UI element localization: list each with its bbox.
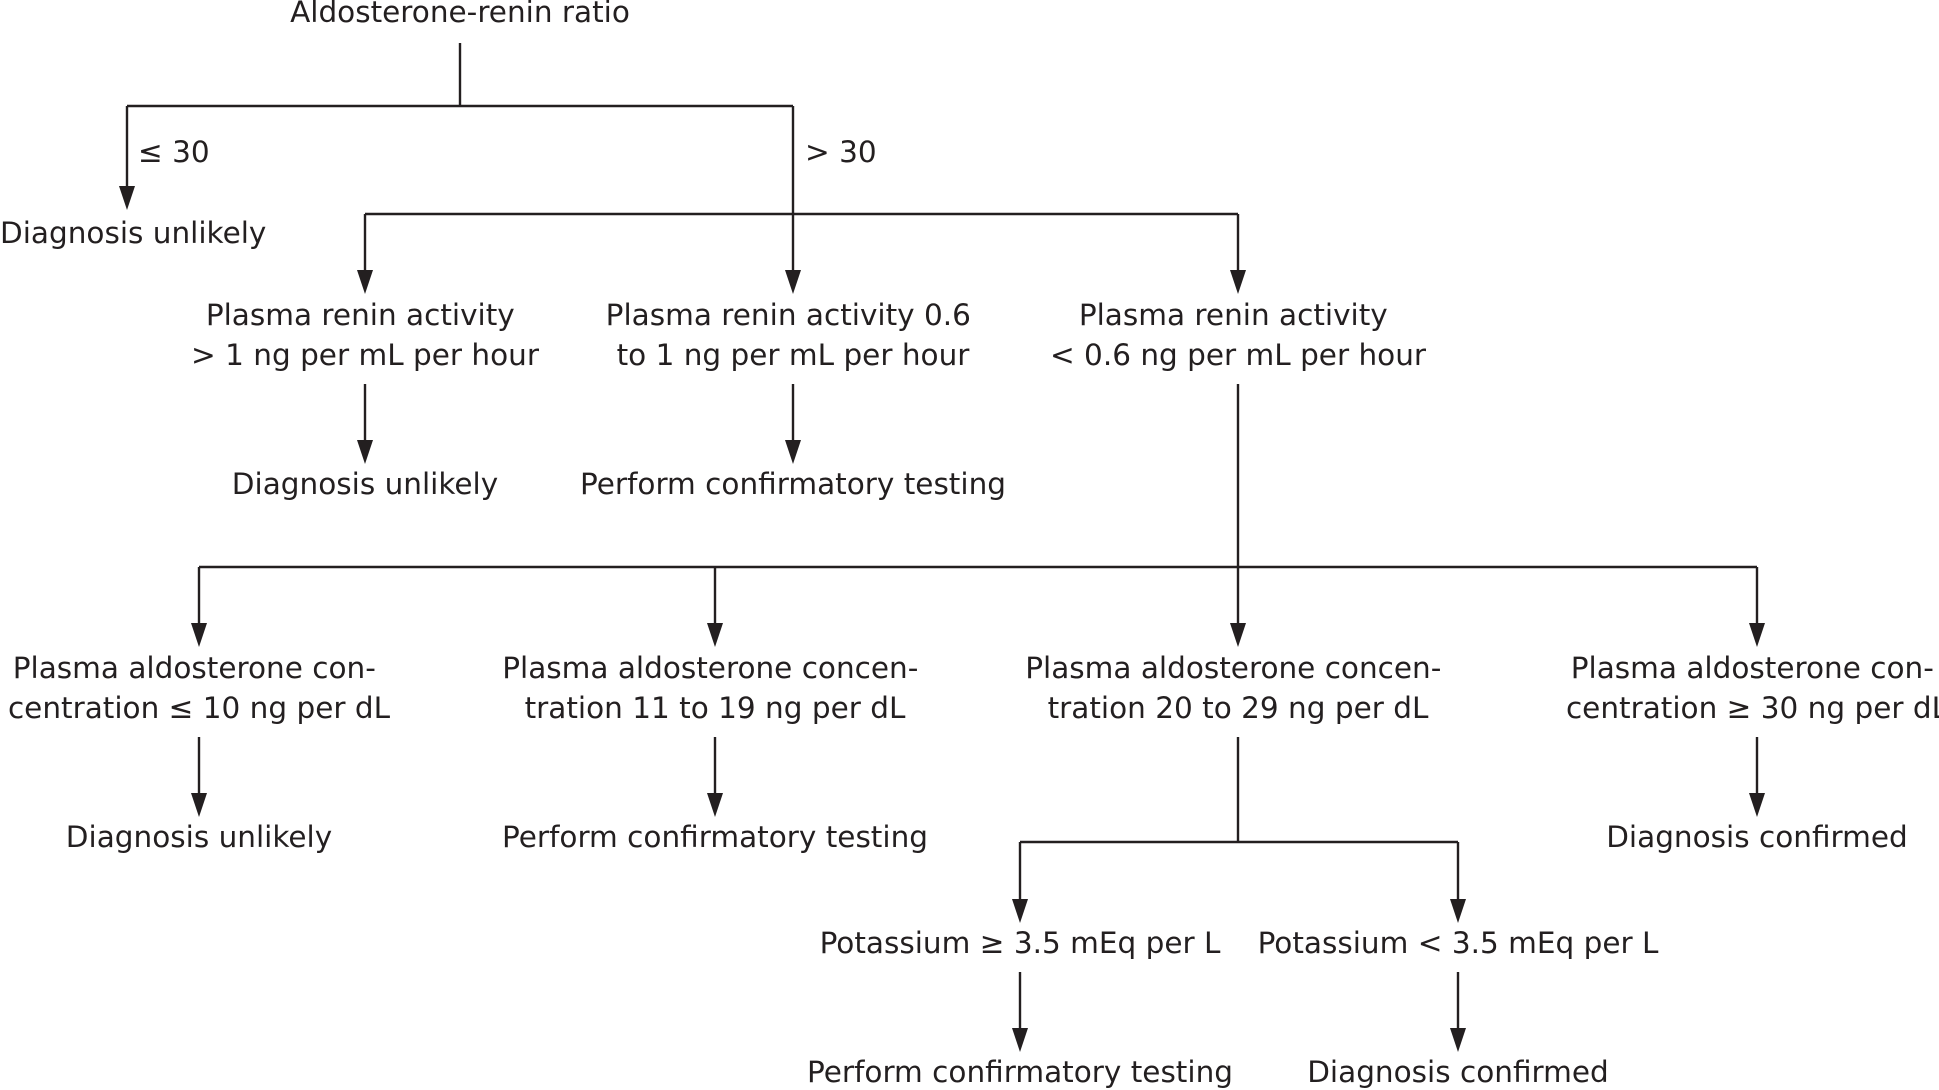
potassium-high-label: Potassium ≥ 3.5 mEq per L <box>820 926 1221 960</box>
arrowhead-aldosterone-1 <box>191 623 207 647</box>
aldosterone-2-label: Plasma aldosterone concen- tration 11 to… <box>502 651 928 725</box>
ratio-low-condition: ≤ 30 <box>138 135 210 169</box>
aldosterone-2-label-line-2: tration 11 to 19 ng per dL <box>525 691 906 725</box>
aldosterone-3-label-line-2: tration 20 to 29 ng per dL <box>1048 691 1429 725</box>
renin-high-label: Plasma renin activity > 1 ng per mL per … <box>191 298 540 372</box>
aldosterone-4-outcome: Diagnosis confirmed <box>1606 820 1908 854</box>
renin-high-label-line-1: Plasma renin activity <box>206 298 515 332</box>
arrowhead-aldosterone-4 <box>1749 623 1765 647</box>
arrowhead-renin-high <box>357 270 373 294</box>
root-node-label: Aldosterone-renin ratio <box>290 0 630 29</box>
potassium-low-label: Potassium < 3.5 mEq per L <box>1258 926 1659 960</box>
arrowhead-aldosterone-2-outcome <box>707 793 723 817</box>
potassium-low-outcome: Diagnosis confirmed <box>1307 1055 1609 1089</box>
arrowhead-aldosterone-4-outcome <box>1749 793 1765 817</box>
aldosterone-2-label-line-1: Plasma aldosterone concen- <box>502 651 918 685</box>
connector-lines <box>125 43 1759 1032</box>
renin-low-label-line-1: Plasma renin activity <box>1079 298 1388 332</box>
aldosterone-3-label: Plasma aldosterone concen- tration 20 to… <box>1025 651 1451 725</box>
renin-high-outcome: Diagnosis unlikely <box>232 467 498 501</box>
arrowhead-ratio-low <box>119 186 135 210</box>
aldosterone-4-label-line-1: Plasma aldosterone con- <box>1571 651 1934 685</box>
arrowhead-potassium-low <box>1450 899 1466 923</box>
arrowhead-aldosterone-1-outcome <box>191 793 207 817</box>
arrowhead-potassium-low-outcome <box>1450 1028 1466 1052</box>
renin-mid-outcome: Perform confirmatory testing <box>580 467 1006 501</box>
renin-mid-label-line-1: Plasma renin activity 0.6 <box>606 298 971 332</box>
aldosterone-3-label-line-1: Plasma aldosterone concen- <box>1025 651 1441 685</box>
arrowheads <box>119 186 1765 1052</box>
renin-mid-label-line-2: to 1 ng per mL per hour <box>617 338 971 372</box>
renin-low-label-line-2: < 0.6 ng per mL per hour <box>1050 338 1427 372</box>
aldosterone-4-label-line-2: centration ≥ 30 ng per dL <box>1566 691 1939 725</box>
arrowhead-renin-high-outcome <box>357 440 373 464</box>
arrowhead-potassium-high <box>1012 899 1028 923</box>
aldosterone-1-label-line-2: centration ≤ 10 ng per dL <box>8 691 391 725</box>
arrowhead-aldosterone-3 <box>1230 623 1246 647</box>
aldosterone-1-outcome: Diagnosis unlikely <box>66 820 332 854</box>
potassium-high-outcome: Perform confirmatory testing <box>807 1055 1233 1089</box>
aldosterone-1-label: Plasma aldosterone con- centration ≤ 10 … <box>8 651 391 725</box>
renin-mid-label: Plasma renin activity 0.6 to 1 ng per mL… <box>606 298 981 372</box>
arrowhead-renin-low <box>1230 270 1246 294</box>
aldosterone-4-label: Plasma aldosterone con- centration ≥ 30 … <box>1566 651 1939 725</box>
arrowhead-aldosterone-2 <box>707 623 723 647</box>
renin-low-label: Plasma renin activity < 0.6 ng per mL pe… <box>1050 298 1427 372</box>
ratio-low-outcome: Diagnosis unlikely <box>0 216 266 250</box>
arrowhead-potassium-high-outcome <box>1012 1028 1028 1052</box>
ratio-high-condition: > 30 <box>805 135 877 169</box>
arrowhead-renin-mid-outcome <box>785 440 801 464</box>
renin-high-label-line-2: > 1 ng per mL per hour <box>191 338 540 372</box>
aldosterone-2-outcome: Perform confirmatory testing <box>502 820 928 854</box>
arrowhead-renin-mid <box>785 270 801 294</box>
aldosterone-1-label-line-1: Plasma aldosterone con- <box>13 651 376 685</box>
